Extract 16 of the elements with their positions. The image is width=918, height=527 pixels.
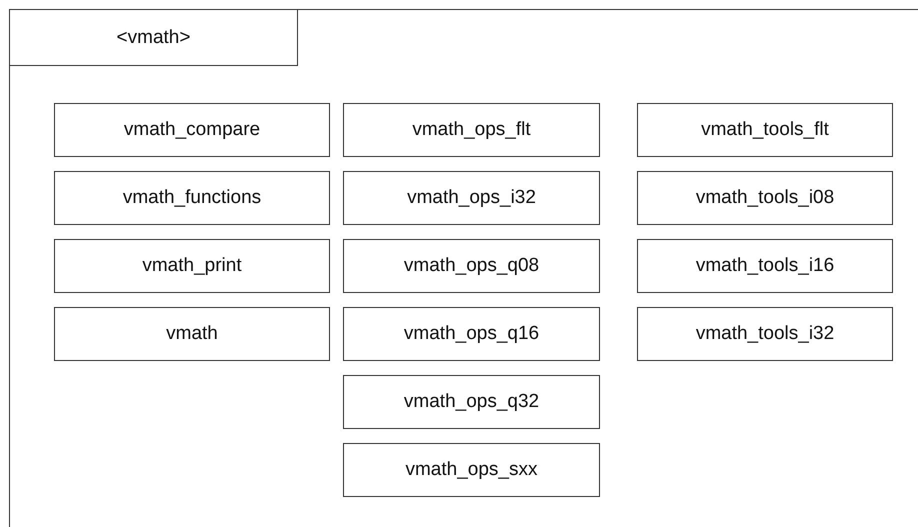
module-box: vmath_ops_q32 — [343, 375, 600, 429]
module-box: vmath_tools_i08 — [637, 171, 893, 225]
module-box: vmath — [54, 307, 330, 361]
module-box: vmath_print — [54, 239, 330, 293]
module-box: vmath_tools_i32 — [637, 307, 893, 361]
module-box: vmath_functions — [54, 171, 330, 225]
module-box: vmath_ops_q16 — [343, 307, 600, 361]
package-tab-label: <vmath> — [10, 10, 298, 66]
module-box: vmath_tools_flt — [637, 103, 893, 157]
module-box: vmath_ops_q08 — [343, 239, 600, 293]
module-box: vmath_ops_sxx — [343, 443, 600, 497]
module-box: vmath_ops_flt — [343, 103, 600, 157]
module-box: vmath_tools_i16 — [637, 239, 893, 293]
module-box: vmath_compare — [54, 103, 330, 157]
package-frame — [9, 9, 918, 527]
module-box: vmath_ops_i32 — [343, 171, 600, 225]
